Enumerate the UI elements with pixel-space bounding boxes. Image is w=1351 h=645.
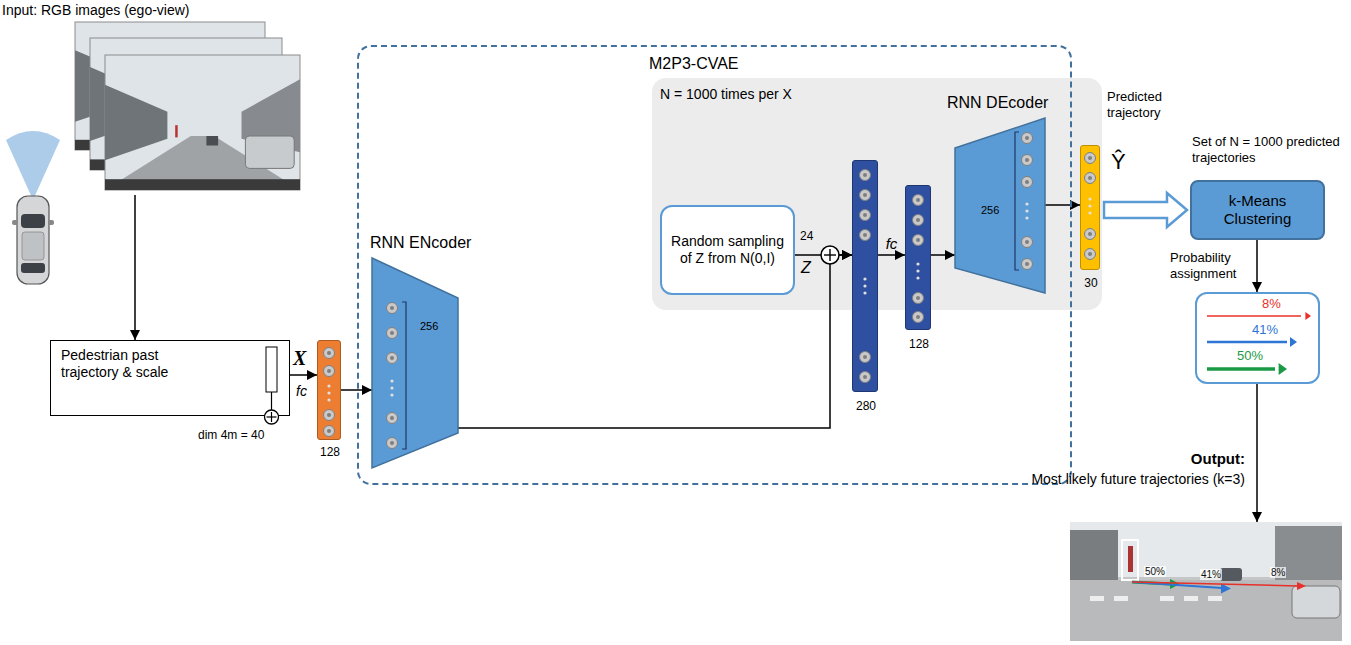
connector-arrow xyxy=(878,254,905,256)
node-text: 41% xyxy=(1252,322,1278,337)
node-figure xyxy=(372,258,458,468)
rnn-decoder: RNN DEcoder256 xyxy=(955,118,1045,293)
node-figure xyxy=(853,161,879,393)
node-text: 128 xyxy=(900,337,938,351)
node-figure xyxy=(1070,522,1342,641)
node-text: 8% xyxy=(1262,296,1281,311)
annotation: Output: xyxy=(1030,450,1245,467)
model-frame: M2P3-CVAE N = 1000 times per X Random samp… xyxy=(357,45,1072,485)
node-figure xyxy=(1081,146,1101,271)
node-text: Predicted trajectory xyxy=(1107,89,1179,120)
annotation: 24 xyxy=(800,229,813,243)
output-image: 50% 41% 8% xyxy=(1070,522,1342,641)
node-text: 128 xyxy=(312,445,348,459)
kmeans-box: Set of N = 1000 predicted trajectoriesk-… xyxy=(1190,180,1325,240)
camera-cone xyxy=(6,131,60,200)
connector-arrow xyxy=(931,254,955,256)
connector-arrow xyxy=(134,195,136,340)
node-figure xyxy=(906,186,932,331)
probability-box: 8% 41% 50% xyxy=(1195,292,1320,384)
annotation: Most likely future trajectories (k=3) xyxy=(1030,471,1245,489)
node-text: 50% xyxy=(1237,348,1263,363)
block-arrow xyxy=(1104,193,1187,227)
edge-label: X xyxy=(293,347,306,370)
node-figure xyxy=(318,341,342,441)
connector-arrow xyxy=(1256,240,1258,292)
fc-layer: 128 xyxy=(905,185,931,330)
node-text: 41% xyxy=(1200,569,1222,580)
edge-label: fc xyxy=(886,235,898,252)
input-images: Input: RGB images (ego-view) xyxy=(0,0,305,195)
node-text: N = 1000 times per X xyxy=(660,86,792,102)
node-text: M2P3-CVAE xyxy=(649,55,739,73)
annotation: dim 4m = 40 xyxy=(198,428,264,442)
fc-layer: 128 xyxy=(317,340,341,440)
node-text: Pedestrian past trajectory & scale xyxy=(61,347,176,381)
node-text: k-Means Clustering xyxy=(1198,192,1317,228)
annotation: fc xyxy=(296,383,307,399)
concat-symbol xyxy=(829,249,830,261)
node-text: 280 xyxy=(847,399,885,413)
latent-sampler: Random sampling of Z from N(0,I) xyxy=(660,205,795,295)
node-text: 30 xyxy=(1077,276,1105,290)
concat-symbol xyxy=(821,246,839,264)
output-layer: Predicted trajectoryŶ30 xyxy=(1080,145,1100,270)
node-text: 256 xyxy=(420,320,438,332)
connector-arrow xyxy=(1045,204,1080,206)
node-text: Input: RGB images (ego-view) xyxy=(2,2,190,18)
node-text: RNN DEcoder xyxy=(947,94,1048,112)
node-text: 50% xyxy=(1144,566,1166,577)
car-top-view xyxy=(12,196,54,284)
rnn-encoder: RNN ENcoder256 xyxy=(372,258,458,468)
connector-arrow xyxy=(290,374,317,376)
node-figure xyxy=(1197,294,1322,386)
node-text: RNN ENcoder xyxy=(370,234,471,252)
node-text: Ŷ xyxy=(1111,149,1126,175)
input-box: Pedestrian past trajectory & scale xyxy=(50,340,290,416)
node-text: 8% xyxy=(1270,567,1286,578)
node-text: Set of N = 1000 predicted trajectories xyxy=(1192,134,1342,165)
concat-layer: 280 xyxy=(852,160,878,392)
edge-label: Probability assignment xyxy=(1170,250,1250,281)
node-figure xyxy=(955,118,1045,293)
node-text: 256 xyxy=(981,204,999,216)
connector-arrow xyxy=(1256,384,1258,522)
sampling-loop: N = 1000 times per X Random sampling of Z… xyxy=(652,78,1102,310)
node-text: Random sampling of Z from N(0,I) xyxy=(668,233,787,267)
node-figure xyxy=(0,0,305,195)
edge-label: Z xyxy=(801,259,811,277)
